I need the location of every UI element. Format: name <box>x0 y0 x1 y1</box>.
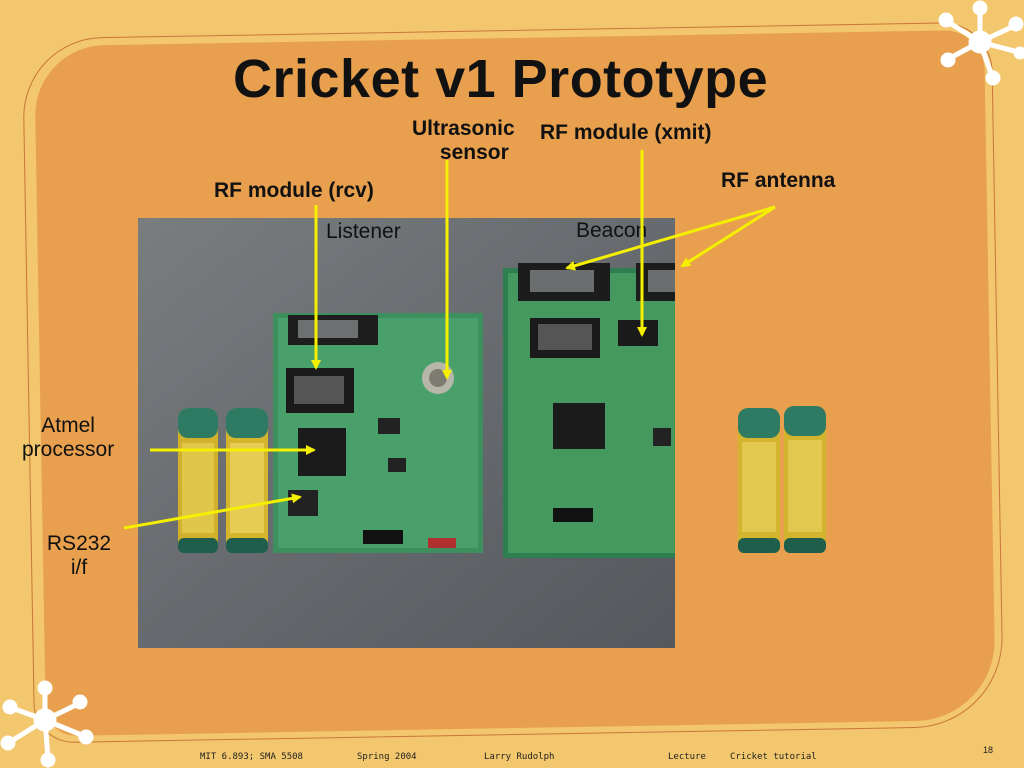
footer-topic: Cricket tutorial <box>730 752 817 762</box>
footer-author: Larry Rudolph <box>484 752 555 762</box>
prototype-photo <box>138 218 675 648</box>
label-atmel-line2: processor <box>22 437 115 461</box>
battery-left-1 <box>178 408 218 553</box>
label-rs232: RS232 i/f <box>38 532 120 579</box>
footer-type: Lecture <box>668 752 706 762</box>
slide-title: Cricket v1 Prototype <box>233 49 769 109</box>
starburst-icon <box>938 0 1024 86</box>
label-ultrasonic-line1: Ultrasonic <box>412 117 515 140</box>
battery-pair-right <box>738 406 826 553</box>
label-atmel-processor: Atmel processor <box>22 414 114 461</box>
label-rs232-line1: RS232 <box>46 532 112 555</box>
label-rf-antenna: RF antenna <box>721 169 836 192</box>
label-rf-module-rcv: RF module (rcv) <box>214 179 374 202</box>
label-atmel-line1: Atmel <box>41 414 95 437</box>
starburst-icon <box>0 680 94 768</box>
beacon-board <box>503 263 675 558</box>
footer-term: Spring 2004 <box>357 752 417 762</box>
label-rs232-line2: i/f <box>70 555 88 579</box>
listener-board <box>273 313 483 553</box>
label-listener: Listener <box>326 220 401 243</box>
battery-left-2 <box>226 408 268 553</box>
page-number: 18 <box>983 745 994 755</box>
label-beacon: Beacon <box>576 219 648 242</box>
footer-course: MIT 6.893; SMA 5508 <box>200 752 303 762</box>
label-ultrasonic-line2: sensor <box>439 140 509 164</box>
label-ultrasonic-sensor: Ultrasonic sensor <box>412 117 515 164</box>
label-rf-module-xmit: RF module (xmit) <box>540 121 712 144</box>
